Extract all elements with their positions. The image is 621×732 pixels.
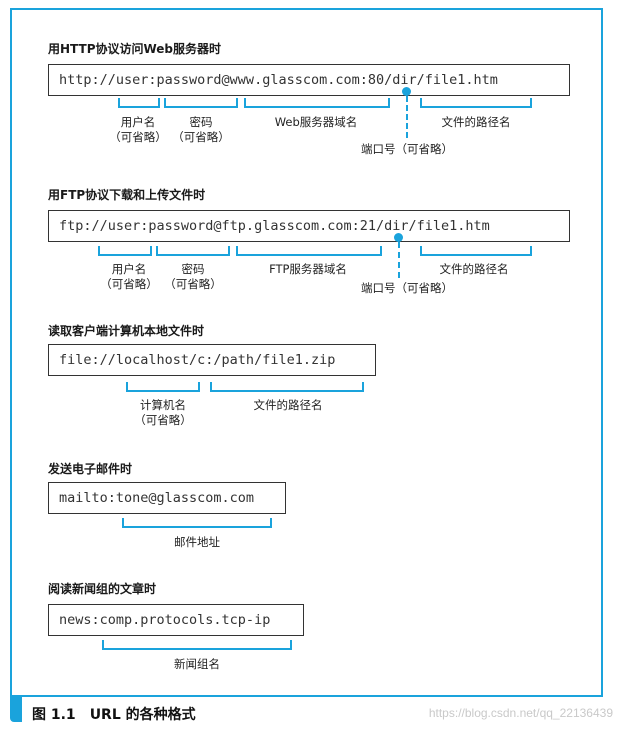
mailto-section-title: 发送电子邮件时 (48, 462, 133, 476)
ftp-password-bracket (156, 246, 230, 256)
figure-caption: 图 1.1 URL 的各种格式 (32, 704, 196, 724)
http-host-bracket (244, 98, 390, 108)
file-path-label: 文件的路径名 (253, 398, 323, 412)
file-url-box: file://localhost/c:/path/file1.zip (48, 344, 376, 376)
ftp-user-label: 用户名（可省略） (100, 262, 158, 291)
http-password-label: 密码（可省略） (172, 115, 230, 144)
ftp-user-bracket (98, 246, 152, 256)
ftp-path-label: 文件的路径名 (439, 262, 509, 276)
figure-number: 图 1.1 (32, 707, 76, 723)
http-password-bracket (164, 98, 238, 108)
ftp-host-label: FTP服务器域名 (269, 262, 347, 276)
figure-frame (10, 8, 603, 697)
figure-caption-text: URL 的各种格式 (89, 707, 196, 723)
figure-tab-marker (10, 697, 22, 722)
ftp-url-box: ftp://user:password@ftp.glasscom.com:21/… (48, 210, 570, 242)
ftp-port-dot (394, 233, 403, 242)
http-port-label: 端口号（可省略） (361, 142, 453, 156)
ftp-path-bracket (420, 246, 532, 256)
news-url-box: news:comp.protocols.tcp-ip (48, 604, 304, 636)
ftp-port-label: 端口号（可省略） (361, 281, 453, 295)
mailto-address-label: 邮件地址 (174, 535, 220, 549)
http-user-bracket (118, 98, 160, 108)
ftp-section-title: 用FTP协议下载和上传文件时 (48, 188, 206, 202)
watermark-text: https://blog.csdn.net/qq_22136439 (428, 706, 613, 720)
mailto-address-bracket (122, 518, 272, 528)
file-section-title: 读取客户端计算机本地文件时 (48, 324, 205, 338)
http-url-box: http://user:password@www.glasscom.com:80… (48, 64, 570, 96)
news-group-bracket (102, 640, 292, 650)
http-port-leader (406, 96, 408, 138)
http-section-title: 用HTTP协议访问Web服务器时 (48, 42, 222, 56)
file-host-label: 计算机名（可省略） (134, 398, 192, 427)
http-path-bracket (420, 98, 532, 108)
ftp-host-bracket (236, 246, 382, 256)
http-user-label: 用户名（可省略） (109, 115, 167, 144)
file-path-bracket (210, 382, 364, 392)
ftp-password-label: 密码（可省略） (164, 262, 222, 291)
http-port-dot (402, 87, 411, 96)
http-path-label: 文件的路径名 (441, 115, 511, 129)
http-host-label: Web服务器域名 (274, 115, 358, 129)
file-host-bracket (126, 382, 200, 392)
news-section-title: 阅读新闻组的文章时 (48, 582, 157, 596)
news-group-label: 新闻组名 (174, 657, 220, 671)
mailto-url-box: mailto:tone@glasscom.com (48, 482, 286, 514)
ftp-port-leader (398, 242, 400, 278)
